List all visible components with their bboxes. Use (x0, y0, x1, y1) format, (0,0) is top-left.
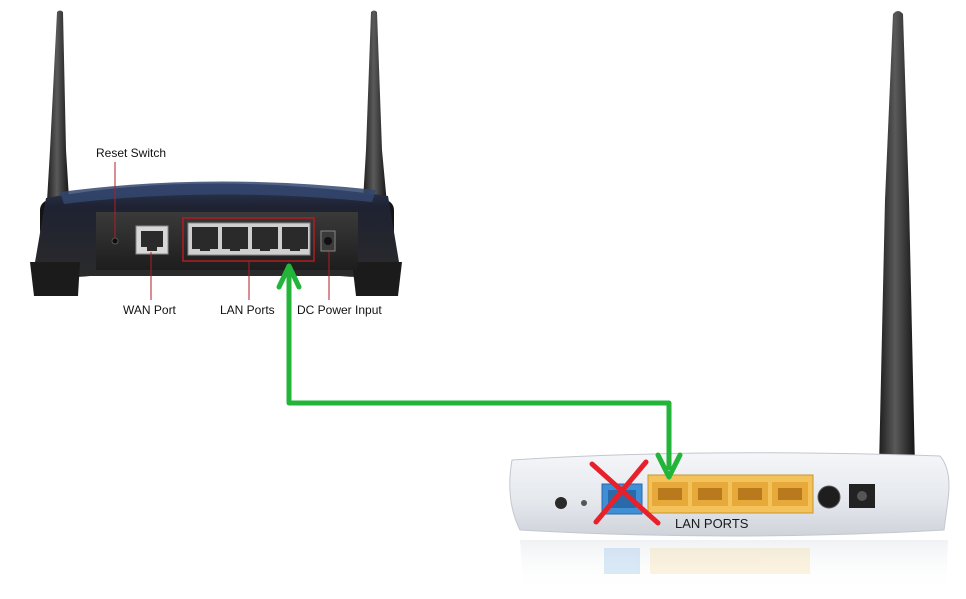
lan-port-a-2 (222, 227, 248, 251)
reset-button-icon (111, 237, 119, 245)
lan-port-a-1 (192, 227, 218, 251)
dc-power-input-label: DC Power Input (297, 303, 382, 317)
router-a-wan-port (135, 225, 169, 255)
lan-port-a-4 (282, 227, 308, 251)
lan-port-a-3 (252, 227, 278, 251)
arrowhead-up-icon (276, 263, 302, 290)
wan-port-label: WAN Port (123, 303, 177, 317)
connector-line (286, 272, 672, 470)
lan-ports-b-label: LAN PORTS (675, 516, 749, 531)
cross-mark-icon (589, 459, 661, 526)
reset-switch-label: Reset Switch (96, 146, 166, 160)
router-b: LAN PORTS (509, 11, 950, 592)
router-a: Reset Switch WAN Port LAN Ports DC Power… (30, 10, 402, 317)
router-a-lan-ports (187, 222, 311, 256)
router-a-dc-power-input (320, 230, 336, 252)
lan-port-b-4 (772, 482, 808, 506)
router-b-antenna-icon (878, 11, 916, 524)
lan-port-b-3 (732, 482, 768, 506)
lan-port-b-1 (652, 482, 688, 506)
router-b-reflection (520, 540, 948, 592)
router-b-led-icon (581, 500, 587, 506)
router-b-power-button-icon (817, 485, 841, 509)
lan-port-b-2 (692, 482, 728, 506)
reflection-ports (604, 548, 810, 574)
router-b-lan-ports (647, 474, 814, 514)
arrowhead-down-icon (655, 452, 683, 480)
green-connector-arrow (276, 263, 683, 480)
lan-ports-label: LAN Ports (220, 303, 275, 317)
right-foot (352, 262, 402, 296)
left-foot (30, 262, 80, 296)
callouts (114, 162, 330, 300)
router-b-reset-button-icon (555, 497, 567, 509)
